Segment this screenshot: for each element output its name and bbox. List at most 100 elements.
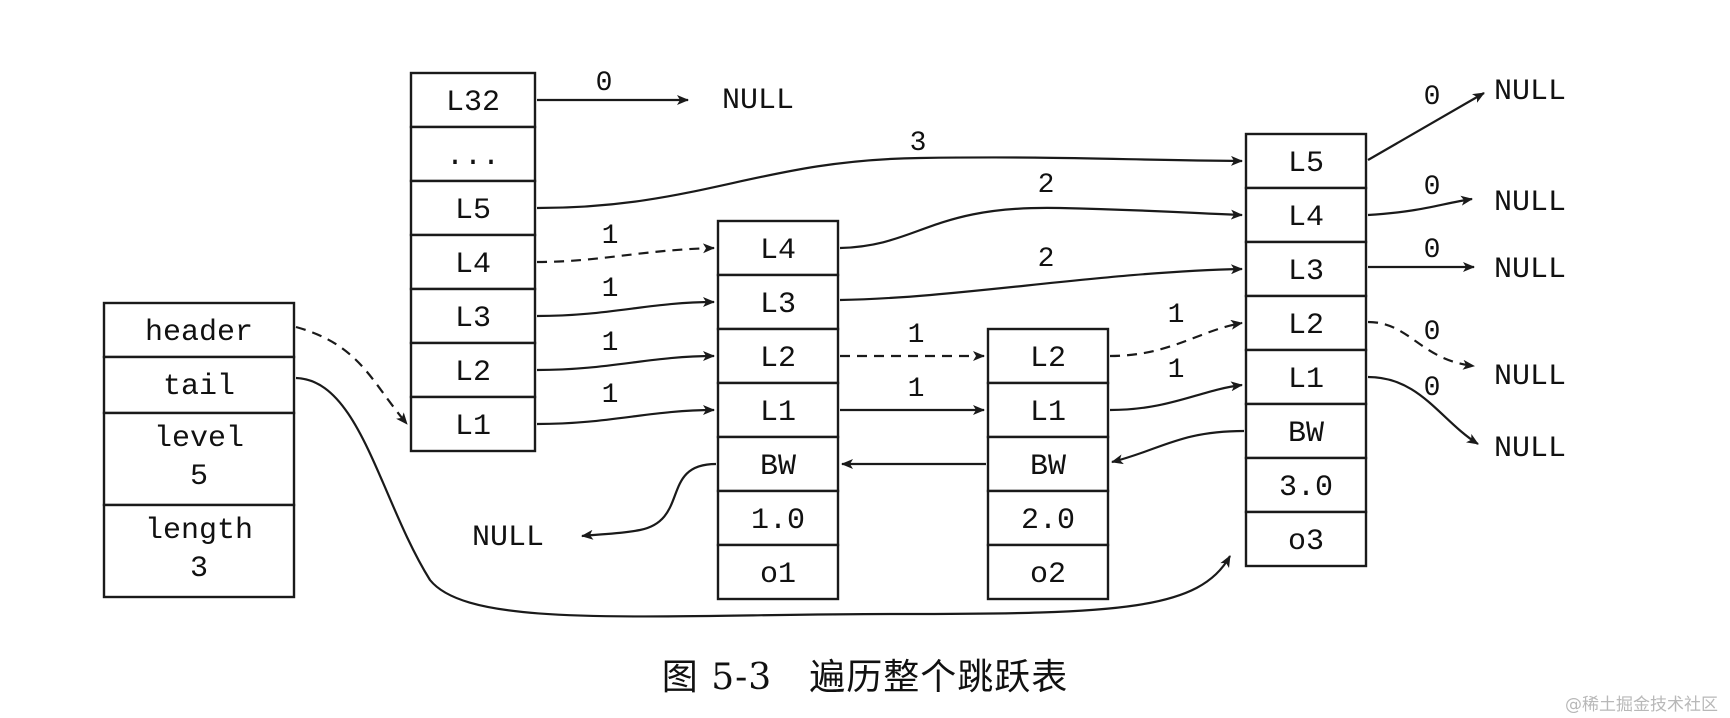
null-label: NULL (1494, 360, 1566, 394)
node-obj-label: o2 (1030, 558, 1066, 592)
length-field-value: 3 (190, 552, 208, 586)
span-label: 1 (602, 328, 619, 359)
o1-backward-arrow (581, 462, 717, 540)
null-label: NULL (1494, 432, 1566, 466)
node-level-label: L4 (1288, 201, 1324, 235)
span-label: 1 (1168, 355, 1185, 386)
head-level-cell (409, 233, 537, 291)
node-obj-cell (1244, 510, 1368, 568)
head-level-cell (409, 395, 537, 453)
node-level-label: L4 (760, 234, 796, 268)
node-score-label: 1.0 (751, 504, 805, 538)
level-field-cell (102, 411, 296, 507)
head-l4-arrow (536, 243, 715, 264)
null-label: NULL (1494, 186, 1566, 220)
node-score-label: 3.0 (1279, 471, 1333, 505)
span-label: 0 (1424, 82, 1441, 113)
head-level-label: L4 (455, 248, 491, 282)
level-field-value: 5 (190, 460, 208, 494)
node-score-cell (986, 489, 1110, 547)
zskiplist-struct: header tail level 5 length 3 (102, 301, 296, 599)
o2-l2-arrow (1109, 319, 1243, 358)
span-label: 0 (1424, 235, 1441, 266)
o3-l5-arrow (1367, 92, 1485, 161)
null-label: NULL (1494, 253, 1566, 287)
node-obj-cell (986, 543, 1110, 601)
node-level-cell (986, 381, 1110, 439)
node-level-label: L2 (1030, 342, 1066, 376)
node-backward-cell (716, 435, 840, 493)
head-node: L32 ... L5 L4 L3 L2 L1 (409, 71, 537, 453)
head-level-cell (409, 125, 537, 183)
node-backward-label: BW (1288, 417, 1324, 451)
o1-l4-arrow (839, 206, 1243, 250)
node-level-label: L2 (760, 342, 796, 376)
node-level-label: L3 (760, 288, 796, 322)
watermark: @稀土掘金技术社区 (1565, 695, 1718, 715)
span-label: 0 (1424, 373, 1441, 404)
node-obj-cell (716, 543, 840, 601)
header-field-cell (102, 301, 296, 359)
null-labels: NULL NULL NULL NULL NULL NULL NULL (472, 75, 1566, 555)
level-field-label: level (154, 422, 244, 456)
span-label: 0 (1424, 317, 1441, 348)
node-level-cell (1244, 132, 1368, 190)
null-label: NULL (722, 84, 794, 118)
o3-l2-arrow (1367, 320, 1475, 370)
o3-backward-arrow (1111, 429, 1245, 465)
span-label: 1 (602, 221, 619, 252)
tail-field-label: tail (163, 370, 235, 404)
head-level-cell (409, 341, 537, 399)
head-level-label: L5 (455, 194, 491, 228)
skiplist-node-o1: L4 L3 L2 L1 BW 1.0 o1 (716, 219, 840, 601)
span-label: 0 (596, 68, 613, 99)
span-label: 0 (1424, 172, 1441, 203)
node-level-cell (1244, 240, 1368, 298)
head-level-label: L2 (455, 356, 491, 390)
node-level-cell (716, 327, 840, 385)
node-obj-label: o1 (760, 558, 796, 592)
head-l1-arrow (536, 405, 715, 426)
node-level-cell (1244, 294, 1368, 352)
span-label: 2 (1038, 170, 1055, 201)
span-label: 1 (1168, 300, 1185, 331)
o3-l1-arrow (1367, 375, 1479, 445)
span-label: 1 (908, 374, 925, 405)
null-label: NULL (472, 521, 544, 555)
head-l5-arrow (536, 155, 1243, 210)
node-level-cell (716, 219, 840, 277)
o2-l1-arrow (1109, 381, 1243, 412)
node-backward-label: BW (1030, 450, 1066, 484)
head-level-label: L3 (455, 302, 491, 336)
span-label: 1 (908, 320, 925, 351)
node-level-label: L5 (1288, 147, 1324, 181)
node-obj-label: o3 (1288, 525, 1324, 559)
node-score-cell (1244, 456, 1368, 514)
span-label: 1 (602, 380, 619, 411)
skiplist-node-o2: L2 L1 BW 2.0 o2 (986, 327, 1110, 601)
tail-pointer-arrow (295, 376, 1231, 618)
span-label: 1 (602, 274, 619, 305)
o1-l3-arrow (839, 264, 1243, 302)
node-level-label: L1 (1288, 363, 1324, 397)
header-field-label: header (145, 316, 253, 350)
node-level-label: L2 (1288, 309, 1324, 343)
head-l3-arrow (536, 297, 715, 318)
skiplist-node-o3: L5 L4 L3 L2 L1 BW 3.0 o3 (1244, 132, 1368, 568)
span-label: 2 (1038, 244, 1055, 275)
span-label: 3 (910, 128, 927, 159)
head-l2-arrow (536, 351, 715, 372)
node-backward-cell (986, 435, 1110, 493)
tail-field-cell (102, 355, 296, 415)
head-level-label: ... (446, 140, 500, 174)
node-score-cell (716, 489, 840, 547)
span-labels: 0 3 1 1 1 1 2 2 1 1 1 1 0 0 0 0 0 (596, 68, 1441, 411)
pointer-links (295, 92, 1485, 618)
node-level-cell (986, 327, 1110, 385)
node-level-label: L3 (1288, 255, 1324, 289)
node-level-label: L1 (760, 396, 796, 430)
length-field-label: length (145, 514, 253, 548)
figure-caption: 图 5-3 遍历整个跳跃表 (661, 657, 1069, 698)
o3-l4-arrow (1367, 195, 1473, 217)
